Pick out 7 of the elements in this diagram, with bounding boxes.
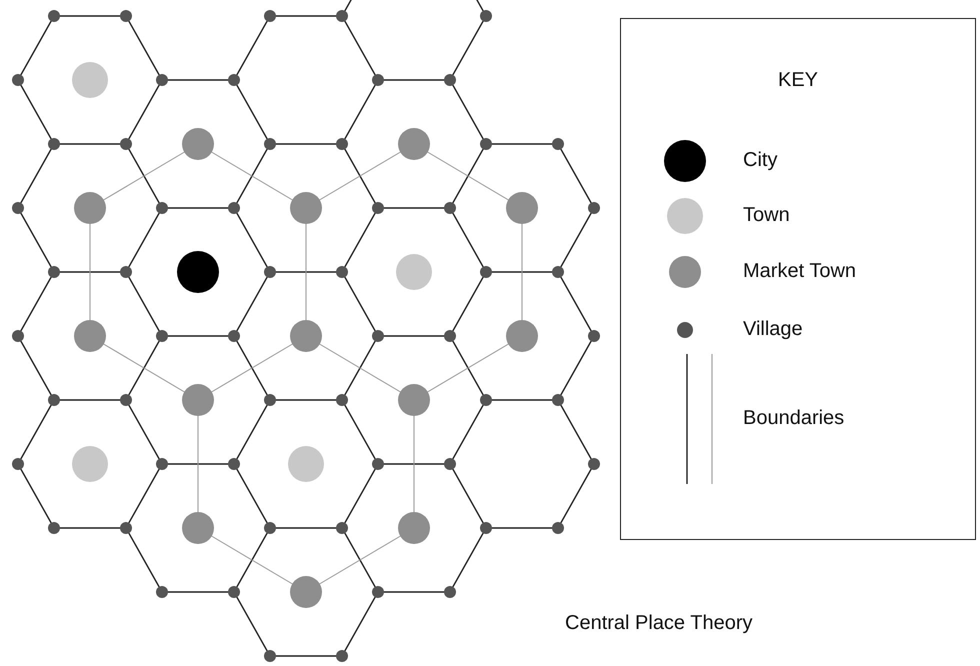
legend-label: Village bbox=[743, 318, 803, 341]
legend-label: Town bbox=[743, 204, 790, 227]
legend-label: Boundaries bbox=[743, 407, 844, 430]
legend-label: City bbox=[743, 149, 778, 172]
legend-label: Market Town bbox=[743, 260, 856, 283]
key-heading: KEY bbox=[776, 69, 820, 92]
caption: Central Place Theory bbox=[565, 612, 752, 635]
